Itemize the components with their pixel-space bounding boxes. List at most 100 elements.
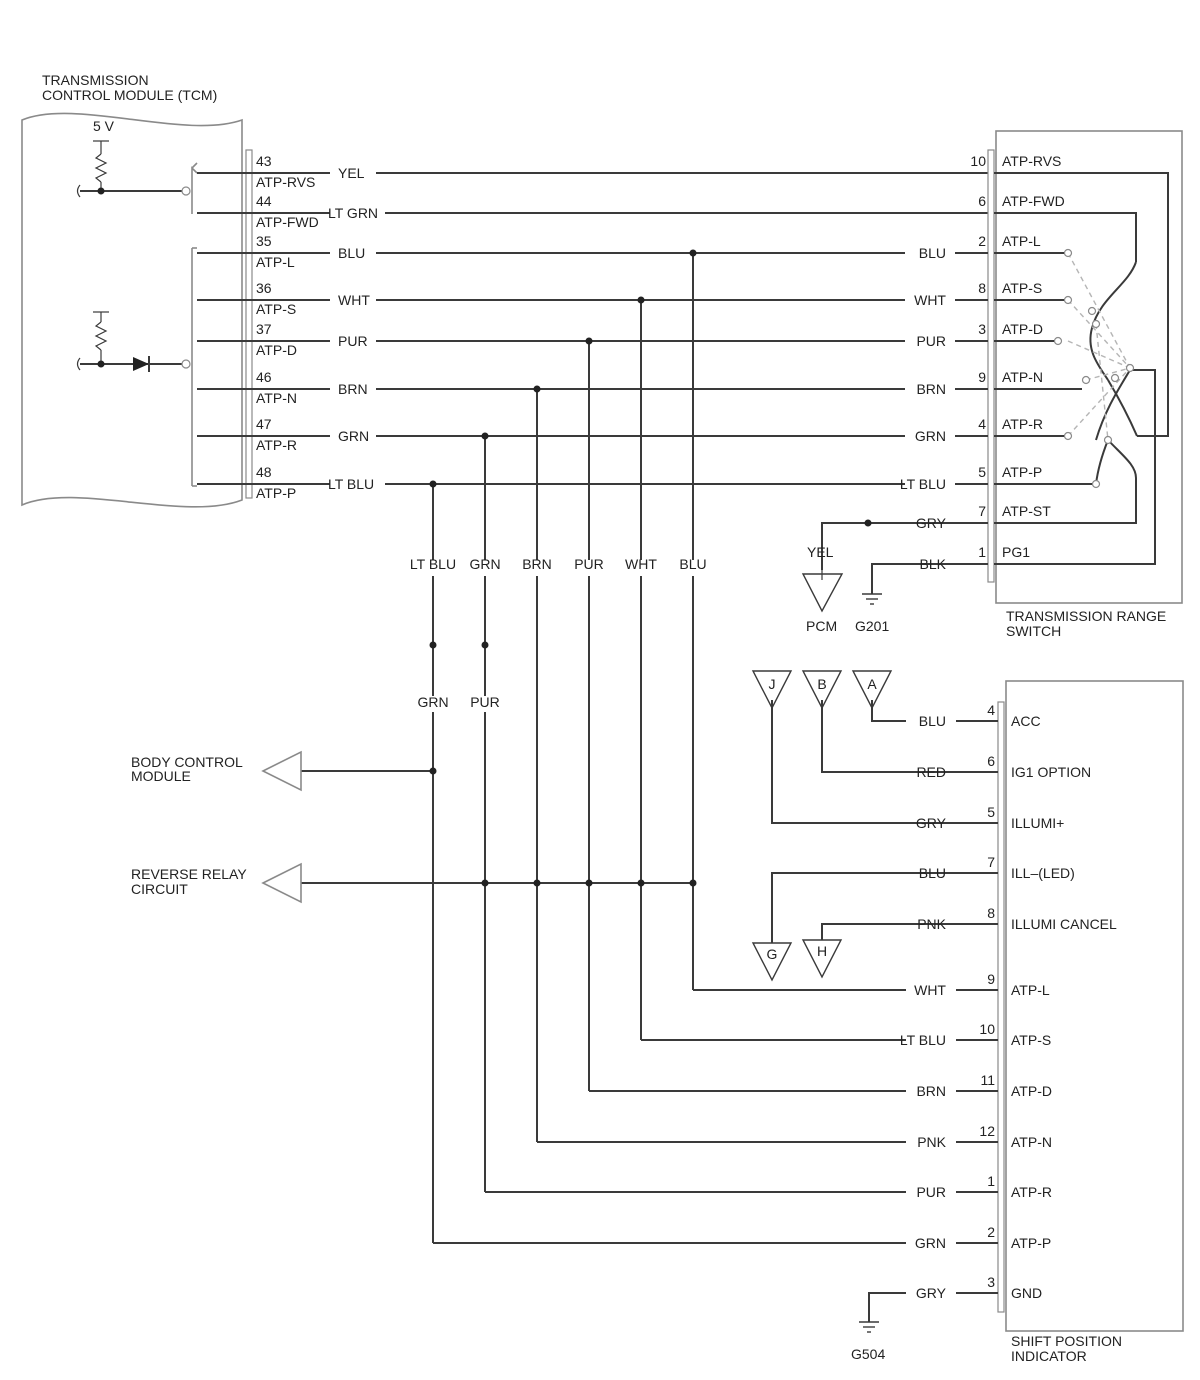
range-switch-pin-number: 8	[978, 280, 986, 296]
range-switch-connector-strip	[987, 149, 995, 583]
ground-g201-icon	[862, 593, 882, 605]
range-switch-wire-color: WHT	[914, 292, 946, 308]
tcm-pin-name: ATP-S	[256, 301, 296, 317]
connector-h-label: H	[817, 943, 827, 959]
indicator-pin-number: 4	[987, 702, 995, 718]
connector-j-triangle	[751, 670, 793, 710]
tcm-title-line1: TRANSMISSION	[42, 72, 149, 88]
branch-wire-brn: BRN	[522, 556, 552, 572]
range-switch-title-line2: SWITCH	[1006, 623, 1061, 639]
indicator-outline	[1005, 680, 1184, 1332]
tcm-voltage-label: 5 V	[93, 118, 115, 134]
g504-label: G504	[851, 1346, 885, 1362]
body-control-label-line1: BODY CONTROL	[131, 754, 243, 770]
tcm-pin-number: 48	[256, 464, 272, 480]
connector-a-triangle	[851, 670, 893, 710]
branch-wire-wht: WHT	[625, 556, 657, 572]
tcm-pin-name: ATP-D	[256, 342, 297, 358]
indicator-pin-name: GND	[1011, 1285, 1042, 1301]
lower-wire-grn: GRN	[417, 694, 448, 710]
indicator-pin-name: ILLUMI CANCEL	[1011, 916, 1117, 932]
tcm-wire-color: BRN	[338, 381, 368, 397]
indicator-pin-number: 9	[987, 971, 995, 987]
connector-g-label: G	[767, 946, 778, 962]
tcm-connector-strip	[245, 149, 253, 499]
range-switch-wire-color: LT BLU	[900, 476, 946, 492]
tcm-pin-number: 37	[256, 321, 272, 337]
connector-h-triangle	[801, 939, 843, 979]
diode-icon	[133, 357, 149, 371]
indicator-wire-color: BRN	[916, 1083, 946, 1099]
tcm-pin-name: ATP-RVS	[256, 174, 315, 190]
tcm-pin-number: 43	[256, 153, 272, 169]
indicator-wire-color: PUR	[916, 1184, 946, 1200]
indicator-pin-name: ATP-R	[1011, 1184, 1052, 1200]
range-switch-pin-name: ATP-P	[1002, 464, 1042, 480]
indicator-wire-color: BLU	[919, 713, 946, 729]
range-switch-pin-name: ATP-L	[1002, 233, 1041, 249]
range-switch-wire-color: BLK	[920, 556, 947, 572]
range-switch-pin-name: ATP-S	[1002, 280, 1042, 296]
tcm-pin-name: ATP-N	[256, 390, 297, 406]
range-switch-pin-name: PG1	[1002, 544, 1030, 560]
indicator-pin-name: IG1 OPTION	[1011, 764, 1091, 780]
reverse-relay-label-line2: CIRCUIT	[131, 881, 188, 897]
indicator-pin-name: ILLUMI+	[1011, 815, 1064, 831]
indicator-pin-number: 5	[987, 804, 995, 820]
indicator-pin-number: 3	[987, 1274, 995, 1290]
tcm-wire-color: WHT	[338, 292, 370, 308]
indicator-wire-color: BLU	[919, 865, 946, 881]
indicator-pin-name: ATP-L	[1011, 982, 1050, 998]
tcm-pin-number: 36	[256, 280, 272, 296]
range-switch-pin-name: ATP-R	[1002, 416, 1043, 432]
tcm-wire-color: YEL	[338, 165, 365, 181]
tcm-title-line2: CONTROL MODULE (TCM)	[42, 87, 217, 103]
tcm-pin-number: 44	[256, 193, 272, 209]
indicator-title-line1: SHIFT POSITION	[1011, 1333, 1122, 1349]
range-switch-pin-number: 4	[978, 416, 986, 432]
tcm-pin-name: ATP-FWD	[256, 214, 319, 230]
ground-g504-icon	[859, 1321, 879, 1333]
range-switch-wire-color: GRY	[916, 515, 947, 531]
range-switch-pin-number: 2	[978, 233, 986, 249]
lower-wire-pur: PUR	[470, 694, 500, 710]
body-control-label-line2: MODULE	[131, 768, 191, 784]
tcm-pin-number: 46	[256, 369, 272, 385]
reverse-relay-arrow-icon	[261, 862, 302, 904]
indicator-pin-number: 7	[987, 854, 995, 870]
g201-label: G201	[855, 618, 889, 634]
branch-bus: LT BLU GRN BRN PUR WHT BLU GRN PUR BODY …	[131, 249, 707, 1243]
reverse-relay-label-line1: REVERSE RELAY	[131, 866, 247, 882]
tcm-pin-name: ATP-R	[256, 437, 297, 453]
indicator-wire-color: GRY	[916, 815, 947, 831]
tcm-wire-color: BLU	[338, 245, 365, 261]
shift-position-indicator: SHIFT POSITION INDICATOR J B A G H	[433, 670, 1184, 1364]
pcm-label: PCM	[806, 618, 837, 634]
range-switch-pin-name: ATP-FWD	[1002, 193, 1065, 209]
branch-wire-pur: PUR	[574, 556, 604, 572]
range-switch-pin-number: 6	[978, 193, 986, 209]
branch-wire-grn: GRN	[469, 556, 500, 572]
indicator-pin-number: 8	[987, 905, 995, 921]
indicator-pin-name: ATP-D	[1011, 1083, 1052, 1099]
indicator-pin-number: 11	[980, 1072, 995, 1088]
tcm-body-outline	[21, 112, 243, 508]
indicator-wire-color: WHT	[914, 982, 946, 998]
range-switch-pin-name: ATP-D	[1002, 321, 1043, 337]
range-switch-pin-number: 1	[978, 544, 986, 560]
indicator-pin-number: 10	[979, 1021, 995, 1037]
range-switch-internal-contacts	[1053, 172, 1169, 565]
indicator-wire-color: PNK	[917, 1134, 946, 1150]
range-switch-title-line1: TRANSMISSION RANGE	[1006, 608, 1166, 624]
tcm-pin-number: 47	[256, 416, 272, 432]
connector-j-label: J	[769, 676, 776, 692]
connector-g-triangle	[751, 942, 793, 982]
indicator-pin-name: ATP-N	[1011, 1134, 1052, 1150]
indicator-title-line2: INDICATOR	[1011, 1348, 1087, 1364]
indicator-wire-color: GRN	[915, 1235, 946, 1251]
indicator-pin-name: ACC	[1011, 713, 1041, 729]
range-switch-pin-name: ATP-RVS	[1002, 153, 1061, 169]
tcm-pin-name: ATP-L	[256, 254, 295, 270]
